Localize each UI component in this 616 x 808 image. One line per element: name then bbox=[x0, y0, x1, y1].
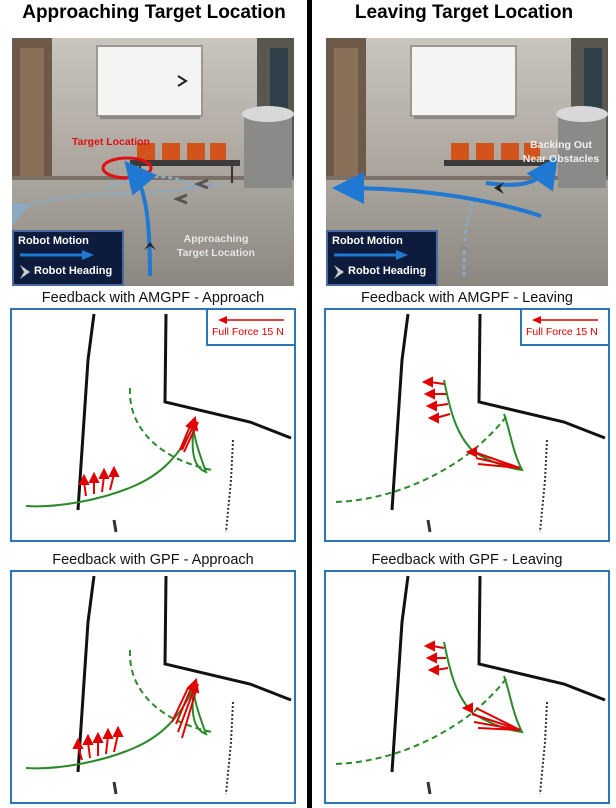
panel-amgpf-leaving: Full Force 15 N bbox=[324, 308, 610, 542]
robot-heading-chevron-icon bbox=[334, 265, 344, 279]
panel-gpf-leaving bbox=[324, 570, 610, 804]
force-legend: Full Force 15 N bbox=[206, 310, 294, 346]
caption-amgpf-leaving: Feedback with AMGPF - Leaving bbox=[361, 290, 573, 306]
force-legend-label: Full Force 15 N bbox=[212, 326, 284, 338]
robot-motion-arrow-icon bbox=[334, 250, 408, 260]
panel-gpf-approach bbox=[10, 570, 296, 804]
amgpf-approach-force-arrows bbox=[78, 415, 199, 497]
force-arrow-icon bbox=[218, 316, 284, 324]
robot-motion-arrow-icon bbox=[20, 250, 94, 260]
force-legend-right: Full Force 15 N bbox=[520, 310, 608, 346]
force-arrow-icon bbox=[532, 316, 598, 324]
approach-photo: Target Location Approaching Target Locat… bbox=[12, 38, 294, 286]
gpf-leaving-force-arrows bbox=[423, 640, 521, 731]
approaching-target-note: Approaching Target Location bbox=[177, 233, 255, 259]
gpf-approach-force-arrows bbox=[72, 677, 200, 761]
caption-amgpf-approach: Feedback with AMGPF - Approach bbox=[41, 290, 265, 306]
amgpf-leaving-force-arrows bbox=[421, 376, 521, 469]
backing-out-note: Backing Out Near Obstacles bbox=[522, 139, 600, 165]
robot-motion-label: Robot Motion bbox=[18, 235, 89, 247]
leaving-photo: Backing Out Near Obstacles Robot Motion … bbox=[326, 38, 608, 286]
robot-legend-right: Robot Motion Robot Heading bbox=[326, 230, 438, 286]
caption-gpf-leaving: Feedback with GPF - Leaving bbox=[371, 552, 563, 568]
robot-heading-chevron-icon bbox=[20, 265, 30, 279]
right-column-title: Leaving Target Location bbox=[354, 2, 574, 23]
left-column-title: Approaching Target Location bbox=[22, 2, 286, 23]
robot-motion-label-right: Robot Motion bbox=[332, 235, 403, 247]
robot-legend: Robot Motion Robot Heading bbox=[12, 230, 124, 286]
robot-heading-label: Robot Heading bbox=[34, 265, 113, 277]
column-divider bbox=[307, 0, 312, 808]
robot-heading-label-right: Robot Heading bbox=[348, 265, 427, 277]
caption-gpf-approach: Feedback with GPF - Approach bbox=[52, 552, 254, 568]
force-legend-label-right: Full Force 15 N bbox=[526, 326, 598, 338]
panel-amgpf-approach: Full Force 15 N bbox=[10, 308, 296, 542]
target-location-label: Target Location bbox=[72, 136, 150, 148]
